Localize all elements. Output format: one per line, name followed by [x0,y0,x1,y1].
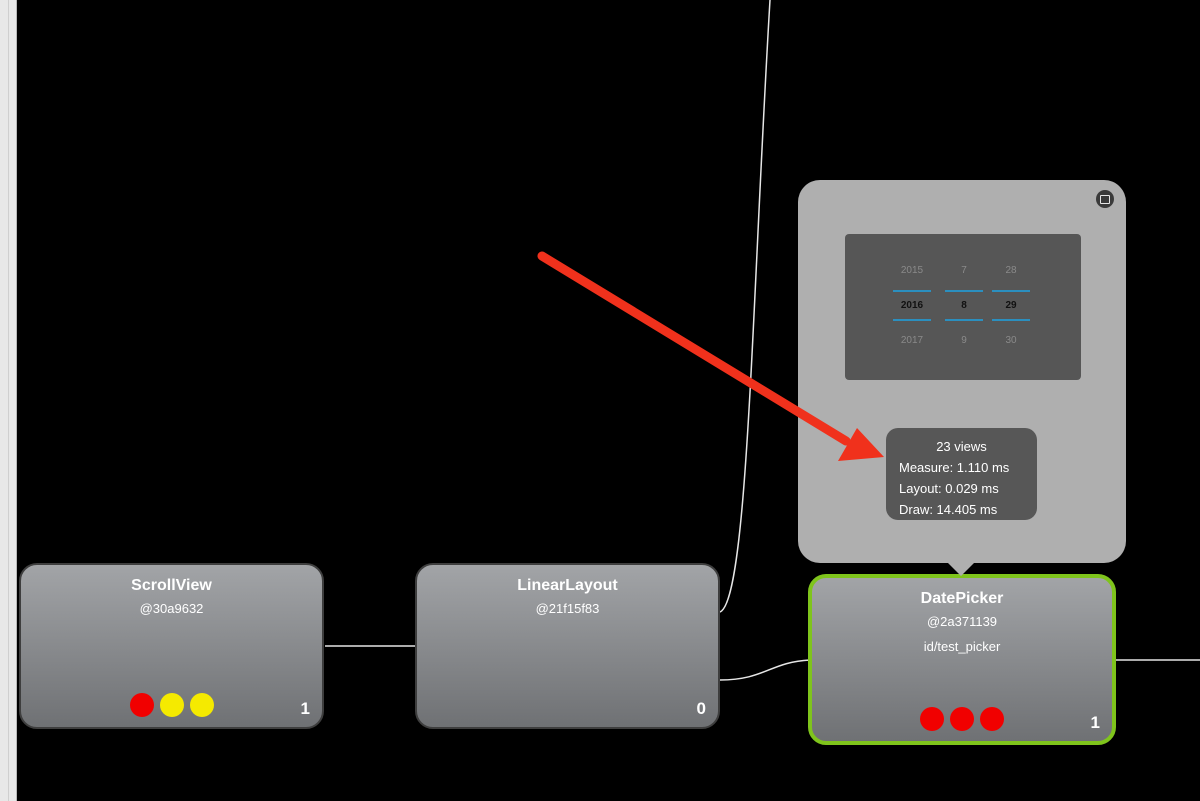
measure-time: Measure: 1.110 ms [899,460,1010,475]
layout-time: Layout: 0.029 ms [899,481,999,496]
layout-indicator-dot [159,693,184,717]
node-perf-indicators [21,693,322,717]
view-count: 23 views [936,439,987,454]
draw-indicator-dot [980,707,1004,731]
node-child-count: 1 [1090,713,1100,732]
layout-indicator-dot [950,707,974,731]
node-resource-id: id/test_picker [923,639,1001,654]
left-panel-edge [0,0,17,801]
measure-indicator-dot [129,693,154,717]
picker-current-value: 2016 [900,300,924,311]
picker-year-column: 2015 2016 2017 [892,234,932,380]
node-title: ScrollView [131,577,212,594]
picker-prev-value: 2015 [900,265,924,276]
annotation-arrow-shaft [537,251,851,446]
picker-prev-value: 7 [961,265,967,276]
picker-next-value: 30 [1005,335,1017,346]
picker-current-value: 8 [961,300,967,311]
node-title: DatePicker [920,590,1004,607]
node-hash: @21f15f83 [535,601,600,616]
picker-next-value: 2017 [900,335,924,346]
picker-divider [893,290,931,292]
draw-indicator-dot [189,693,214,717]
picker-divider [945,319,983,321]
picker-day-column: 28 29 30 [991,234,1031,380]
measure-indicator-dot [920,707,944,731]
node-hash: @30a9632 [139,601,204,616]
node-linearlayout[interactable]: LinearLayout @21f15f83 0 [415,563,720,729]
picker-next-value: 9 [961,335,967,346]
node-datepicker[interactable]: DatePicker @2a371139 id/test_picker 1 [808,574,1116,745]
picker-month-column: 7 8 9 [944,234,984,380]
node-child-count: 1 [300,699,310,718]
preview-pointer [947,562,975,576]
node-child-count: 0 [696,699,706,718]
picker-current-value: 29 [1005,300,1017,311]
datepicker-preview-image: 2015 2016 2017 7 8 9 28 29 30 [845,234,1081,380]
connector-linearlayout-up [719,0,771,613]
annotation-arrow-head [838,428,884,461]
node-title: LinearLayout [517,577,618,594]
draw-time: Draw: 14.405 ms [899,502,998,517]
picker-divider [893,319,931,321]
picker-divider [992,319,1030,321]
picker-divider [945,290,983,292]
connector-linearlayout-datepicker [719,659,811,681]
node-hash: @2a371139 [926,614,998,629]
node-perf-indicators [812,707,1112,731]
maximize-icon[interactable] [1096,190,1114,208]
render-stats-panel: 23 views Measure: 1.110 ms Layout: 0.029… [886,428,1037,520]
picker-divider [992,290,1030,292]
picker-prev-value: 28 [1005,265,1017,276]
node-scrollview[interactable]: ScrollView @30a9632 1 [19,563,324,729]
